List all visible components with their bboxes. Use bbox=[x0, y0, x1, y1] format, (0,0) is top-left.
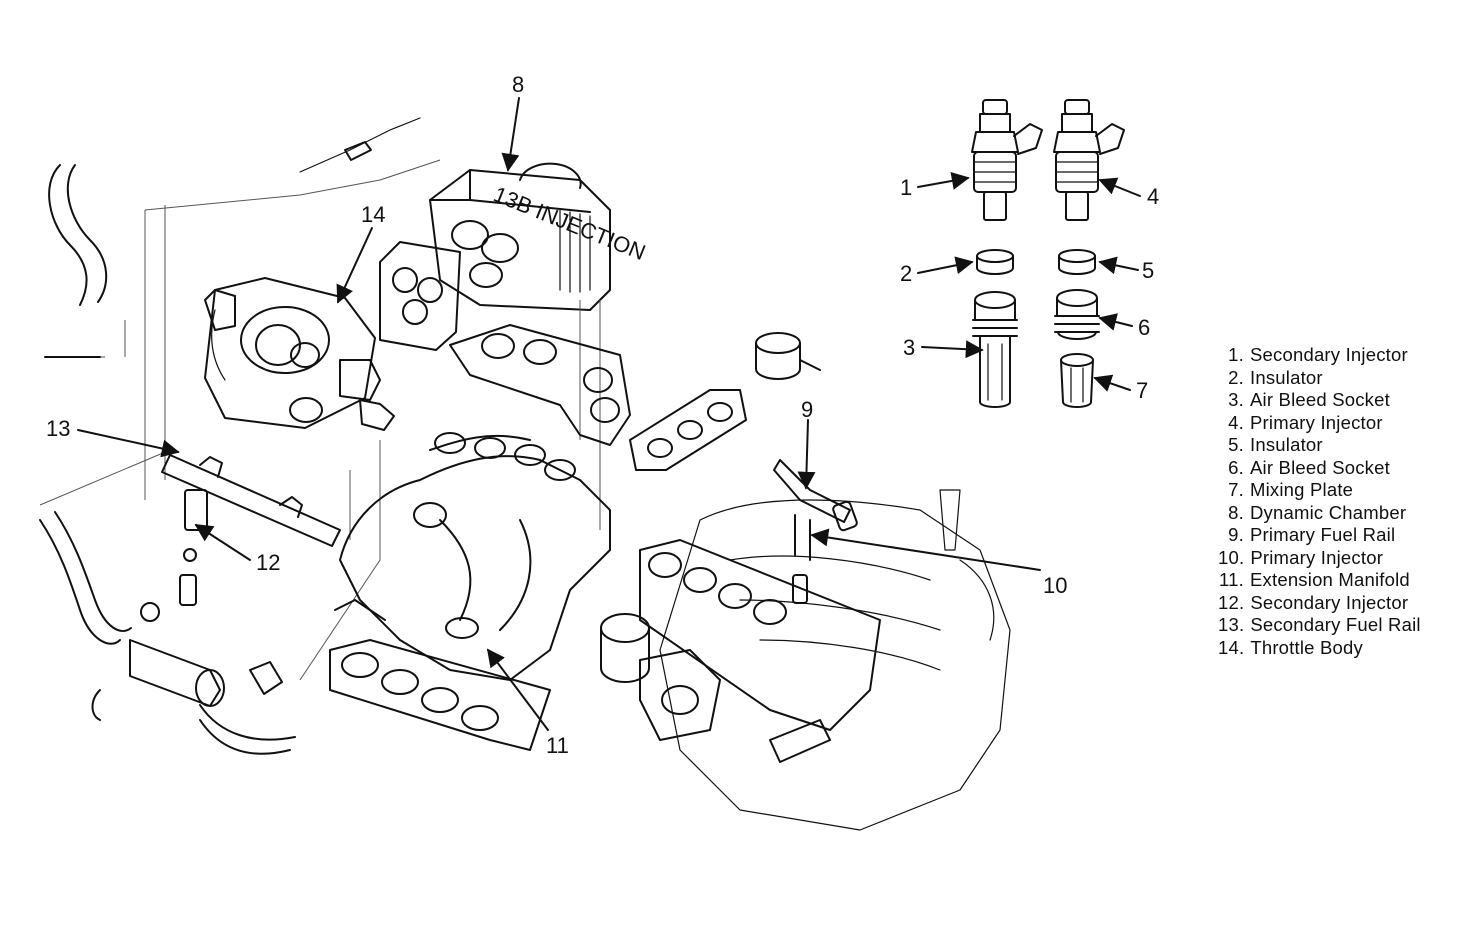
legend-item: 9.Primary Fuel Rail bbox=[1228, 524, 1396, 545]
air-bleed-socket-left-drawing bbox=[972, 291, 1018, 408]
dynamic-chamber-drawing: 13B INJECTION bbox=[379, 162, 649, 351]
legend-item: 5.Insulator bbox=[1228, 434, 1323, 455]
callout-3: 3 bbox=[903, 335, 915, 360]
legend-item: 6.Air Bleed Socket bbox=[1228, 456, 1390, 478]
throttle-body-drawing bbox=[204, 277, 395, 431]
throttle-cable-drawing bbox=[299, 117, 421, 173]
mixing-plate-drawing bbox=[1060, 353, 1094, 408]
legend-item: 12.Secondary Injector bbox=[1218, 591, 1409, 613]
lower-intake-runners-drawing bbox=[639, 539, 881, 731]
vacuum-canister-drawing bbox=[755, 332, 821, 380]
injector-detail-group bbox=[971, 99, 1125, 408]
callout-8: 8 bbox=[512, 72, 524, 97]
extension-manifold-drawing bbox=[334, 432, 611, 681]
legend-item: 1.Secondary Injector bbox=[1228, 344, 1408, 365]
legend-item: 3.Air Bleed Socket bbox=[1228, 389, 1390, 410]
callout-arrows bbox=[77, 97, 1141, 731]
callout-numbers: 1 2 3 4 5 6 7 8 9 10 11 12 13 14 bbox=[46, 72, 1159, 758]
callout-1: 1 bbox=[900, 175, 912, 200]
engine-block-drawing bbox=[659, 489, 1011, 831]
legend-item: 11.Extension Manifold bbox=[1219, 569, 1410, 590]
primary-fuel-rail-drawing bbox=[773, 459, 858, 604]
parts-legend: 1.Secondary Injector 2.Insulator 3.Air B… bbox=[1218, 344, 1468, 659]
legend-item: 14.Throttle Body bbox=[1218, 636, 1363, 658]
intake-gasket-drawing bbox=[449, 324, 631, 446]
legend-item: 10.Primary Injector bbox=[1218, 546, 1384, 568]
lower-gasket-drawing bbox=[329, 639, 551, 751]
legend-item: 8.Dynamic Chamber bbox=[1228, 501, 1407, 523]
secondary-injector-drawing bbox=[971, 99, 1043, 221]
legend-item: 13.Secondary Fuel Rail bbox=[1218, 614, 1421, 635]
primary-rail-block-drawing bbox=[629, 389, 747, 471]
secondary-fuel-rail-drawing bbox=[161, 454, 341, 547]
lower-throttle-assembly-drawing bbox=[600, 613, 831, 763]
secondary-injector-small-drawing bbox=[179, 489, 208, 606]
callout-6: 6 bbox=[1138, 315, 1150, 340]
callout-2: 2 bbox=[900, 261, 912, 286]
callout-5: 5 bbox=[1142, 258, 1154, 283]
air-bleed-socket-right-drawing bbox=[1054, 289, 1100, 340]
callout-4: 4 bbox=[1147, 184, 1159, 209]
primary-injector-drawing bbox=[1053, 99, 1125, 221]
insulator-right-drawing bbox=[1058, 249, 1096, 263]
legend-item: 4.Primary Injector bbox=[1228, 411, 1383, 433]
callout-9: 9 bbox=[801, 397, 813, 422]
callout-14: 14 bbox=[361, 202, 385, 227]
hose-drawings bbox=[39, 164, 296, 755]
pressure-regulator-drawing bbox=[129, 602, 283, 707]
legend-item: 2.Insulator bbox=[1228, 366, 1323, 388]
callout-12: 12 bbox=[256, 550, 280, 575]
callout-13: 13 bbox=[46, 416, 70, 441]
insulator-left-drawing bbox=[976, 249, 1014, 263]
callout-7: 7 bbox=[1136, 378, 1148, 403]
legend-item: 7.Mixing Plate bbox=[1228, 479, 1354, 500]
callout-11: 11 bbox=[546, 733, 569, 758]
callout-10: 10 bbox=[1043, 573, 1067, 598]
